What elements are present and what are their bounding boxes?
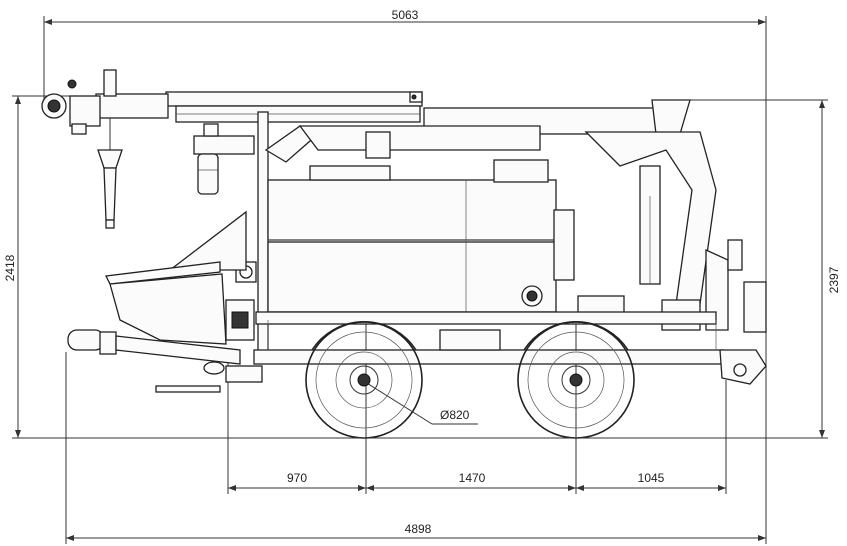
height-right-label: 2397: [827, 266, 841, 293]
front-wheel: [305, 321, 423, 439]
height-left-label: 2418: [3, 254, 17, 281]
rear-wheel: [517, 321, 635, 439]
spray-nozzle-head: [41, 69, 169, 229]
tank: [235, 159, 575, 313]
right-hydraulic-arm: [577, 131, 767, 333]
front-hopper: [105, 210, 255, 345]
chassis: [225, 311, 767, 385]
axle-spacing-3-label: 1045: [638, 471, 665, 485]
mast: [257, 111, 541, 363]
outlet-pipe: [67, 329, 241, 393]
axle-spacing-2-label: 1470: [459, 471, 486, 485]
boom-arm: [165, 91, 691, 135]
axle-spacing-1-label: 970: [287, 471, 307, 485]
overall-length-label: 5063: [392, 8, 419, 22]
chassis-length-label: 4898: [405, 522, 432, 536]
wheel-diameter-label: Ø820: [440, 408, 470, 422]
front-cylinder: [193, 123, 255, 195]
machine-outline: [20, 69, 770, 439]
